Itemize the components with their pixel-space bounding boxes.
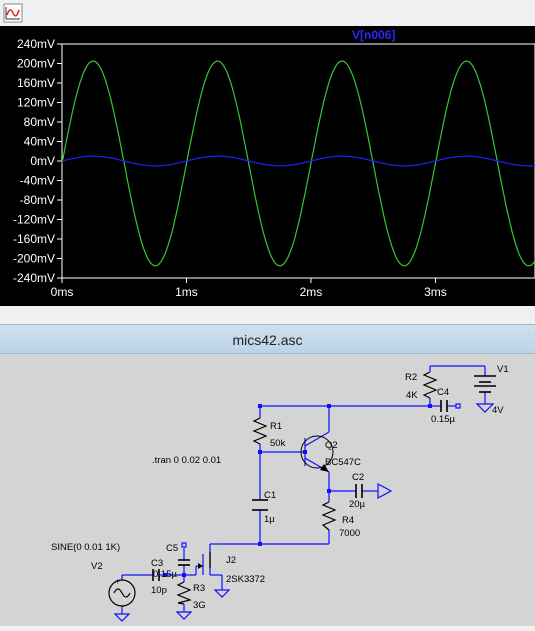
r1-value[interactable]: 50k	[270, 438, 286, 449]
r2-symbol	[422, 371, 438, 399]
ground-icon	[475, 403, 495, 413]
c1-name[interactable]: C1	[264, 490, 276, 501]
y-tick-label: -200mV	[13, 252, 55, 266]
x-tick-label: 2ms	[300, 285, 323, 299]
r1-name[interactable]: R1	[270, 421, 282, 432]
r4-name[interactable]: R4	[342, 515, 354, 526]
v1-name[interactable]: V1	[497, 364, 509, 375]
resistor-symbols	[176, 371, 438, 605]
y-tick-label: -40mV	[20, 174, 55, 188]
c2-name[interactable]: C2	[352, 472, 364, 483]
ground-symbols	[113, 400, 495, 622]
x-tick-label: 3ms	[424, 285, 447, 299]
r2-value[interactable]: 4K	[406, 390, 418, 401]
j2-symbol	[198, 552, 211, 569]
v1-symbol	[474, 375, 496, 393]
v2-name[interactable]: V2	[91, 561, 103, 572]
c3-name[interactable]: C3	[151, 558, 163, 569]
trace-line	[61, 60, 535, 267]
v1-value[interactable]: 4V	[492, 405, 504, 416]
c4-name[interactable]: C4	[437, 387, 449, 398]
source-value-text[interactable]: SINE(0 0.01 1K)	[51, 542, 120, 553]
waveform-plot[interactable]: V[n006] 240mV 200mV 160mV 120mV 80mV 40mV 0mV -…	[0, 26, 535, 306]
y-tick-label: -80mV	[20, 193, 55, 207]
j2-name[interactable]: J2	[226, 555, 236, 566]
y-tick-label: -160mV	[13, 232, 55, 246]
r3-symbol	[176, 581, 192, 605]
r4-value[interactable]: 7000	[339, 528, 360, 539]
q2-symbol	[300, 435, 334, 472]
r4-symbol	[321, 501, 337, 531]
v2-symbol: +	[108, 577, 136, 607]
plot-traces	[61, 60, 535, 267]
pane-splitter[interactable]	[0, 306, 535, 324]
plot-axes: 240mV 200mV 160mV 120mV 80mV 40mV 0mV -40mV -80m…	[13, 37, 535, 299]
j2-value[interactable]: 2SK3372	[226, 574, 265, 585]
toolbar	[0, 0, 535, 26]
y-tick-label: 240mV	[17, 37, 55, 51]
schematic-title-bar: mics42.asc	[0, 324, 535, 354]
c4-value[interactable]: 0.15µ	[431, 414, 455, 425]
q2-name[interactable]: Q2	[325, 440, 338, 451]
waveform-plot-icon[interactable]	[3, 3, 23, 23]
c2-value[interactable]: 20µ	[349, 499, 366, 510]
schematic-title: mics42.asc	[232, 332, 303, 348]
trace-line	[61, 155, 535, 167]
y-tick-label: 160mV	[17, 76, 55, 90]
r3-value[interactable]: 3G	[193, 600, 206, 611]
y-tick-label: -240mV	[13, 271, 55, 285]
y-tick-label: 200mV	[17, 57, 55, 71]
c5-value[interactable]: 0.15µ	[153, 569, 177, 580]
x-tick-label: 1ms	[175, 285, 198, 299]
trace-label[interactable]: V[n006]	[352, 28, 395, 42]
r2-name[interactable]: R2	[405, 372, 417, 383]
c3-value[interactable]: 10p	[151, 585, 167, 596]
c1-value[interactable]: 1µ	[264, 514, 275, 525]
ground-icon	[113, 613, 131, 622]
schematic-canvas[interactable]: + .tran 0 0.02 0.	[0, 354, 535, 626]
capacitor-symbols	[152, 400, 448, 581]
junction-dots	[163, 404, 432, 577]
x-tick-label: 0ms	[51, 285, 74, 299]
svg-text:+: +	[115, 577, 120, 586]
plot-frame-border	[61, 43, 535, 279]
y-tick-label: -120mV	[13, 213, 55, 227]
open-terminals	[181, 403, 461, 548]
c5-name[interactable]: C5	[166, 543, 178, 554]
r3-name[interactable]: R3	[193, 583, 205, 594]
y-tick-label: 120mV	[17, 96, 55, 110]
ground-icon	[213, 589, 231, 598]
y-tick-label: 0mV	[30, 154, 55, 168]
q2-value[interactable]: BC547C	[325, 457, 361, 468]
y-tick-label: 80mV	[24, 115, 55, 129]
ground-icon	[377, 482, 393, 500]
y-tick-label: 40mV	[24, 135, 55, 149]
ground-icon	[175, 611, 193, 620]
directive-text[interactable]: .tran 0 0.02 0.01	[152, 455, 221, 466]
r1-symbol	[252, 417, 268, 445]
